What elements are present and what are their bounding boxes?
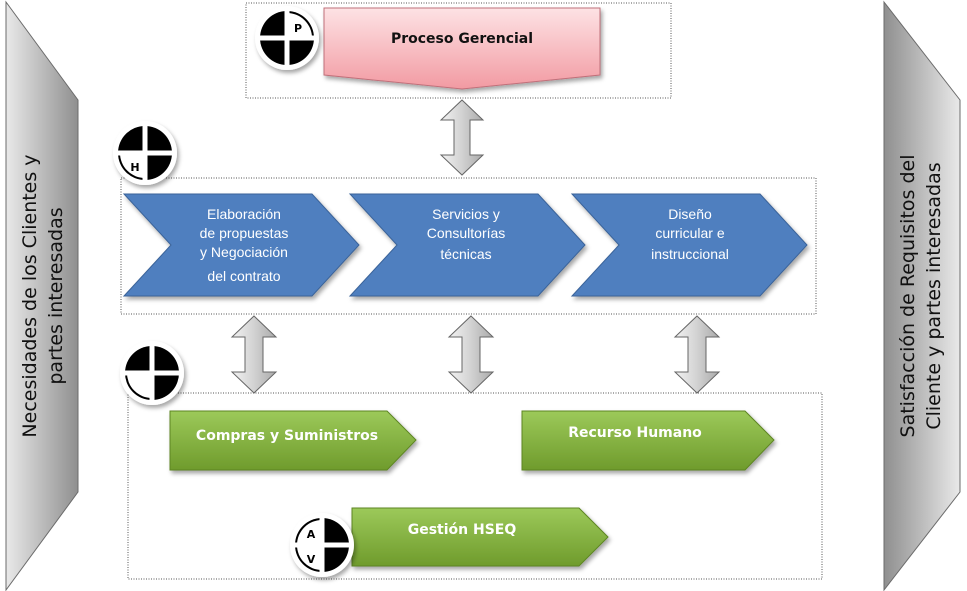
badge-h-support-letter: H: [155, 383, 164, 396]
core-chevron-3-line2: curricular e: [655, 225, 724, 241]
core-chevron-3-line3: instruccional: [651, 246, 729, 262]
phva-badge-h-core-icon: H: [113, 121, 177, 185]
right-panel-line1: Satisfacción de Requisitos del: [897, 155, 919, 438]
support-item-recurso-humano-label: Recurso Humano: [568, 425, 702, 441]
double-arrow-left: [230, 315, 278, 394]
double-arrow-right: [673, 315, 721, 394]
core-chevron-2-line2: Consultorías: [427, 225, 506, 241]
core-process-box: [120, 177, 817, 315]
support-item-compras: Compras y Suministros: [169, 410, 417, 471]
left-panel-line1: Necesidades de los Clientes y: [19, 154, 41, 437]
core-chevron-2-line1: Servicios y: [432, 206, 500, 222]
support-item-recurso-humano: Recurso Humano: [521, 410, 775, 471]
badge-p-letter: P: [294, 22, 302, 35]
phva-badge-h-support-icon: H: [120, 341, 184, 405]
phva-badge-p-icon: P: [255, 6, 319, 70]
phva-badge-av-icon: A V: [290, 513, 354, 577]
core-chevron-1-line4: del contrato: [207, 268, 280, 284]
core-chevron-3-line1: Diseño: [668, 206, 712, 222]
top-process: Proceso Gerencial: [323, 7, 601, 90]
core-chevron-1: Elaboración de propuestas y Negociación …: [122, 193, 360, 297]
badge-h-core-letter: H: [130, 161, 139, 174]
double-arrow-middle: [447, 315, 495, 394]
evaluation-gestion-hseq: Gestión HSEQ: [351, 507, 609, 567]
core-chevron-1-line3: y Negociación: [200, 244, 288, 260]
right-panel: Satisfacción de Requisitos del Cliente y…: [883, 0, 961, 591]
core-chevron-2-line3: técnicas: [440, 246, 491, 262]
top-process-label: Proceso Gerencial: [391, 31, 533, 47]
evaluation-label: Gestión HSEQ: [408, 522, 517, 538]
core-chevron-2: Servicios y Consultorías técnicas: [348, 193, 586, 297]
core-chevron-1-line2: de propuestas: [200, 225, 289, 241]
badge-v-letter: V: [307, 553, 316, 566]
core-chevron-3: Diseño curricular e instruccional: [570, 193, 808, 297]
badge-a-letter: A: [307, 528, 316, 541]
top-process-box: [245, 2, 672, 99]
left-panel: Necesidades de los Clientes y partes int…: [5, 0, 79, 591]
support-item-compras-label: Compras y Suministros: [196, 428, 378, 444]
left-panel-line2: partes interesadas: [45, 207, 67, 384]
core-chevron-1-line1: Elaboración: [207, 206, 281, 222]
double-arrow-top: [439, 99, 485, 176]
right-panel-line2: Cliente y partes interesadas: [923, 162, 945, 429]
